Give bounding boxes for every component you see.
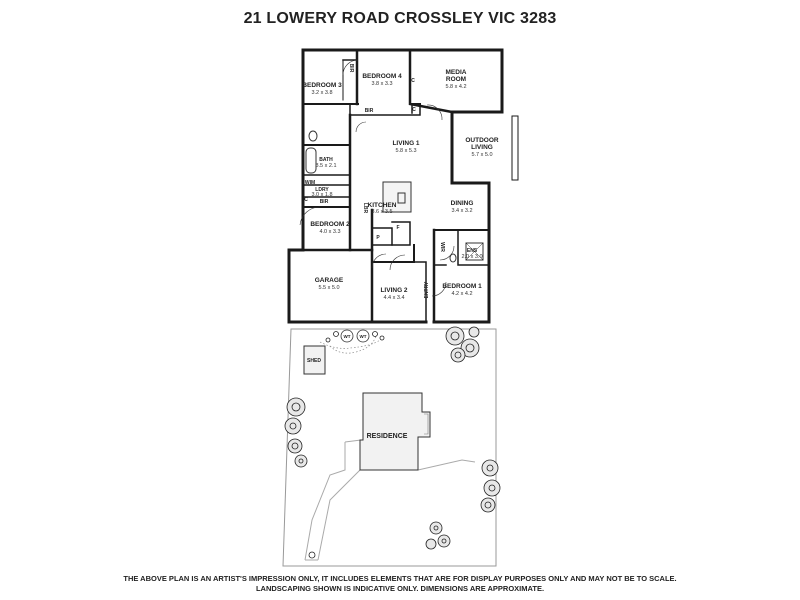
ldry-label: LDRY <box>315 187 329 193</box>
bedroom-1-label: BEDROOM 1 <box>442 283 482 290</box>
residence-label: RESIDENCE <box>367 433 408 440</box>
dining-dims: 3.4 x 3.2 <box>451 208 472 214</box>
lbr-label: LBR <box>362 203 368 214</box>
disclaimer-line-1: THE ABOVE PLAN IS AN ARTIST'S IMPRESSION… <box>123 574 677 583</box>
outdoor-living-label-1: OUTDOOR <box>465 137 499 144</box>
kitchen-dims: 3.6 x 3.5 <box>371 209 392 215</box>
bedroom-3-dims: 3.2 x 3.8 <box>311 90 332 96</box>
bedroom-2-label: BEDROOM 2 <box>310 221 350 228</box>
media-room-label-1: MEDIA <box>446 69 467 76</box>
site-boundary <box>282 328 497 567</box>
living-1-label: LIVING 1 <box>392 140 419 147</box>
dining-label: DINING <box>451 200 474 207</box>
water-tank-label-1: WT <box>344 334 351 339</box>
bedroom-1-dims: 4.2 x 4.2 <box>451 291 472 297</box>
shed-label: SHED <box>307 358 321 364</box>
bir-label-bed4: BIR <box>365 108 374 114</box>
kitchen-label: KITCHEN <box>368 202 397 209</box>
disclaimer: THE ABOVE PLAN IS AN ARTIST'S IMPRESSION… <box>0 574 800 594</box>
disclaimer-line-2: LANDSCAPING SHOWN IS INDICATIVE ONLY. DI… <box>255 584 545 593</box>
ens-label: ENS <box>467 248 478 254</box>
garage-label: GARAGE <box>315 277 344 284</box>
shed: SHED <box>303 345 326 375</box>
bedroom-4-label: BEDROOM 4 <box>362 73 402 80</box>
c-label-media: C <box>411 78 415 84</box>
living-2-dims: 4.4 x 3.4 <box>383 295 404 301</box>
c-label-bed2: C <box>304 197 308 203</box>
fridge-label: F <box>396 225 399 231</box>
bir-label-bed3: BIR <box>348 64 354 73</box>
wim-label: WIM <box>305 180 315 186</box>
bedroom-4-dims: 3.8 x 3.3 <box>371 81 392 87</box>
wir-label: WIR <box>439 242 445 252</box>
c-label-living: C <box>412 107 416 113</box>
pantry-label: P <box>376 235 380 241</box>
ens-dims: 2.0 x 3.0 <box>461 254 482 260</box>
bath-dims: 3.5 x 2.1 <box>315 163 336 169</box>
water-tank-label-2: WT <box>360 334 367 339</box>
bedroom-2-dims: 4.0 x 3.3 <box>319 229 340 235</box>
plan-title: 21 LOWERY ROAD CROSSLEY VIC 3283 <box>243 10 557 27</box>
outdoor-living-label-2: LIVING <box>471 144 493 151</box>
bedroom-3-label: BEDROOM 3 <box>302 82 342 89</box>
living-2-label: LIVING 2 <box>380 287 407 294</box>
trees <box>284 326 501 559</box>
entry-label: ENTRY <box>424 281 430 298</box>
room-labels: BEDROOM 3 3.2 x 3.8 BEDROOM 4 3.8 x 3.3 … <box>302 69 499 301</box>
ldry-dims: 3.0 x 1.8 <box>311 192 332 198</box>
house-walls <box>287 48 519 324</box>
bath-label: BATH <box>319 157 333 163</box>
bir-label-bed2: BIR <box>320 199 329 205</box>
living-1-dims: 5.8 x 5.3 <box>395 148 416 154</box>
small-labels: BIR BIR WIM BIR WIR C C C P F LBR ENTRY <box>304 64 445 299</box>
fixtures <box>299 59 484 297</box>
garden-path <box>319 335 381 354</box>
outdoor-living-dims: 5.7 x 5.0 <box>471 152 492 158</box>
water-tanks: WT WT <box>340 329 370 343</box>
residence: RESIDENCE <box>359 392 431 471</box>
media-room-label-2: ROOM <box>446 76 466 83</box>
garage-dims: 5.5 x 5.0 <box>318 285 339 291</box>
media-room-dims: 5.8 x 4.2 <box>445 84 466 90</box>
